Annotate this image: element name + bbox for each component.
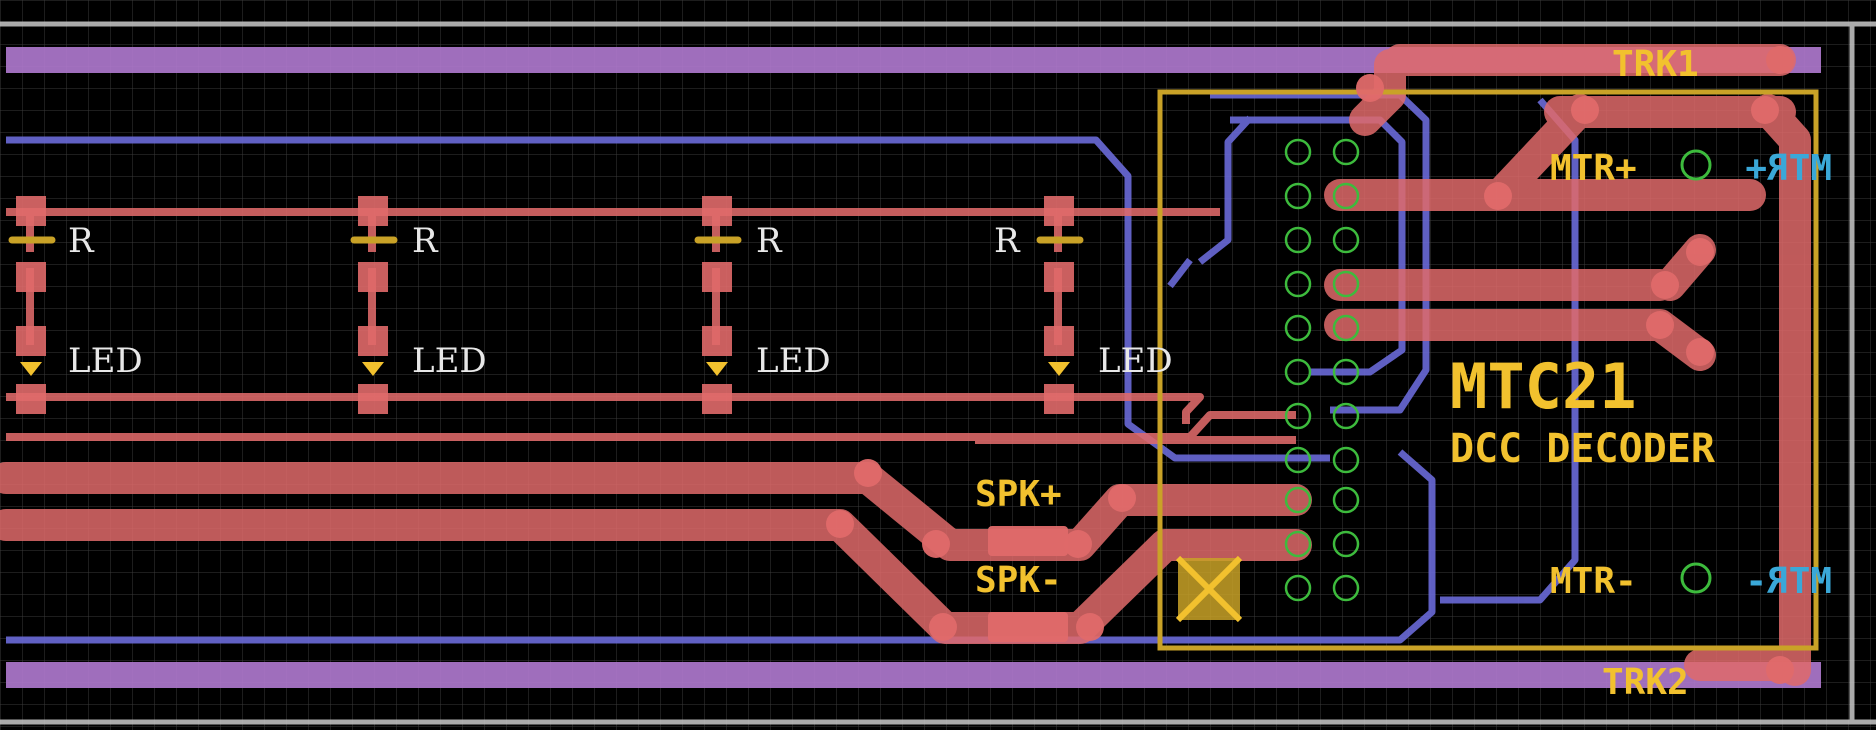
r-label-1: R: [68, 221, 95, 261]
mtr-minus-bottom-label: MTR-: [1745, 561, 1832, 602]
mtr-plus-label: MTR+: [1550, 148, 1637, 189]
trk2-label: TRK2: [1602, 662, 1689, 703]
board-subtitle: DCC DECODER: [1450, 426, 1716, 472]
led-symbols: [20, 362, 1070, 376]
led-label-4: LED: [1098, 341, 1173, 381]
board-edge: [0, 21, 1876, 725]
led-label-2: LED: [412, 341, 487, 381]
component-pads[interactable]: [16, 196, 1074, 414]
r-label-2: R: [412, 221, 439, 261]
connector-header[interactable]: [1284, 138, 1360, 602]
mtr-minus-label: MTR-: [1550, 561, 1637, 602]
vias[interactable]: [826, 46, 1794, 684]
trk1-label: TRK1: [1612, 44, 1699, 85]
bottom-silk-labels: MTR+ MTR-: [1745, 148, 1832, 602]
speaker-pads[interactable]: [988, 526, 1068, 642]
r-label-3: R: [756, 221, 783, 261]
ground-pad[interactable]: [1175, 555, 1243, 623]
mtr-plus-bottom-label: MTR+: [1745, 148, 1832, 189]
board-title: MTC21: [1450, 350, 1637, 423]
decoder-outline: [1157, 89, 1819, 651]
r-label-4: R: [994, 221, 1021, 261]
led-label-1: LED: [68, 341, 143, 381]
led-label-3: LED: [756, 341, 831, 381]
spk-minus-label: SPK-: [975, 560, 1062, 601]
motor-pads[interactable]: [1680, 149, 1712, 594]
component-labels: R LED R LED R LED R LED: [68, 221, 1173, 381]
spk-plus-label: SPK+: [975, 474, 1062, 515]
top-copper-traces[interactable]: [6, 208, 1296, 444]
silkscreen-labels: MTC21 DCC DECODER TRK1 TRK2 MTR+ MTR- SP…: [975, 44, 1716, 703]
